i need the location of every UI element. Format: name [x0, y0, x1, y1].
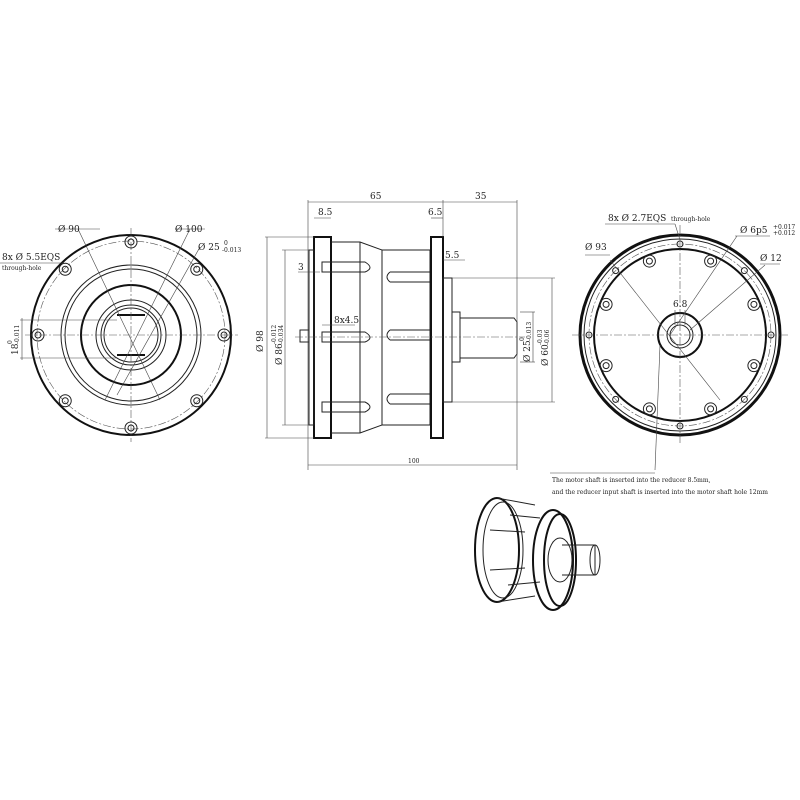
bolt-hole — [704, 402, 718, 416]
dim-rear-holes: 8x Ø 2.7EQS — [608, 213, 666, 224]
dim-d25-tol-lower: -0.013 — [222, 247, 241, 254]
dim-d25: Ø 25 — [198, 242, 220, 253]
bolt-hole — [220, 331, 228, 339]
dim-d12: Ø 12 — [760, 253, 782, 264]
dim-d98: Ø 98 — [255, 330, 266, 352]
bolt-hole — [750, 362, 758, 370]
bolt-hole — [61, 265, 69, 273]
rear-holes-note: through-hole — [671, 216, 711, 223]
dim-shaft-d25-tol-upper: 0 — [519, 337, 526, 341]
bolt-hole — [707, 405, 715, 413]
bolt-hole — [602, 362, 610, 370]
bolt-hole — [58, 262, 72, 276]
dim-d60-tol-lower: -0.06 — [544, 329, 551, 345]
front-view: Ø 90 Ø 100 Ø 25 0 -0.013 8x Ø 5.5EQS thr… — [0, 224, 241, 442]
side-view: 65 35 100 8.5 6.5 5.5 3 8x4.5 Ø 98 Ø 86 … — [255, 192, 555, 470]
bolt-hole — [124, 421, 138, 435]
bolt-hole — [704, 254, 718, 268]
dim-d6p5: Ø 6p5 — [740, 225, 768, 236]
dim-w6-5: 6.5 — [428, 208, 443, 218]
dim-d6p5-tol-lower: +0.012 — [773, 230, 795, 237]
dim-w8-5: 8.5 — [318, 208, 333, 218]
dim-shaft-d25: Ø 25 — [522, 340, 533, 362]
bolt-hole — [193, 397, 201, 405]
bolt-hole — [127, 238, 135, 246]
dim-w3: 3 — [298, 263, 304, 273]
dim-d86: Ø 86 — [274, 343, 285, 365]
dim-d60: Ø 60 — [540, 344, 551, 366]
dim-key18: 18 — [11, 343, 21, 355]
dim-key18-tol-lower: -0.011 — [14, 325, 21, 344]
bolt-hole — [750, 300, 758, 308]
bolt-hole — [127, 424, 135, 432]
note-line1: The motor shaft is inserted into the red… — [552, 477, 711, 484]
dim-d90: Ø 90 — [58, 224, 80, 235]
dim-d60-tol-upper: -0.03 — [537, 329, 544, 345]
holes-note: through-hole — [2, 265, 42, 272]
bolt-hole — [642, 254, 656, 268]
bolt-hole — [747, 359, 761, 373]
bolt-hole — [193, 265, 201, 273]
bolt-hole — [61, 397, 69, 405]
bolt-hole — [124, 235, 138, 249]
dim-d86-tol-upper: -0.012 — [271, 325, 278, 344]
dim-holes: 8x Ø 5.5EQS — [2, 252, 60, 263]
bolt-hole — [217, 328, 231, 342]
bolt-hole — [645, 405, 653, 413]
bolt-hole — [190, 394, 204, 408]
dim-w5-5: 5.5 — [445, 251, 460, 261]
dim-len35: 35 — [475, 192, 487, 202]
bolt-hole — [599, 359, 613, 373]
dim-shaft-d25-tol-lower: -0.013 — [526, 322, 533, 341]
bolt-hole — [747, 297, 761, 311]
bolt-hole — [34, 331, 42, 339]
dim-d93: Ø 93 — [585, 242, 607, 253]
rear-view: 8x Ø 2.7EQS through-hole Ø 93 Ø 6p5 +0.0… — [550, 213, 795, 474]
bolt-hole — [707, 257, 715, 265]
dim-d25-tol-upper: 0 — [224, 240, 228, 247]
bolt-hole — [602, 300, 610, 308]
bolt-hole — [31, 328, 45, 342]
dim-w6-8: 6.8 — [673, 300, 688, 310]
dim-len65: 65 — [370, 192, 382, 202]
bolt-hole — [599, 297, 613, 311]
bolt-hole — [190, 262, 204, 276]
dim-len100: 100 — [408, 458, 420, 465]
dim-slots: 8x4.5 — [334, 316, 359, 326]
dim-d100: Ø 100 — [175, 224, 203, 235]
dim-d6p5-tol-upper: +0.017 — [773, 224, 795, 231]
bolt-hole — [645, 257, 653, 265]
bolt-hole — [642, 402, 656, 416]
bolt-hole — [740, 395, 748, 403]
isometric-view — [474, 497, 601, 611]
bolt-hole — [612, 395, 620, 403]
dim-d86-tol-lower: -0.034 — [278, 325, 285, 344]
bolt-hole — [58, 394, 72, 408]
bolt-hole — [740, 267, 748, 275]
dim-key18-tol-upper: 0 — [7, 340, 14, 344]
note-line2: and the reducer input shaft is inserted … — [552, 489, 768, 496]
